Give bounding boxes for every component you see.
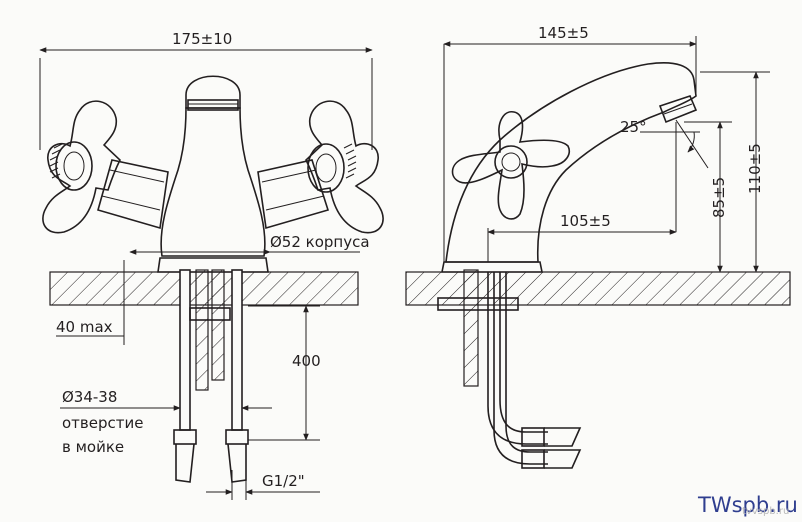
hole-label-line3: в мойке: [62, 438, 124, 456]
side-fitting-2: [521, 449, 545, 469]
fitting-right: [225, 429, 249, 445]
dim-overall-width: 175±10: [172, 30, 232, 48]
aerator-front: [185, 75, 241, 109]
dim-max-counter: 40 max: [56, 318, 113, 336]
hose-left: [179, 269, 191, 431]
faucet-body-front: [160, 107, 266, 257]
threaded-stud: [195, 269, 209, 391]
dim-angle: 25°: [620, 118, 647, 136]
valve-left: [97, 159, 169, 230]
side-stud: [463, 269, 479, 387]
valve-right: [257, 159, 330, 230]
aerator-ring: [187, 99, 239, 111]
faucet-base-side: [441, 261, 543, 273]
hose-right: [231, 269, 243, 431]
dim-hole-diameter: Ø34-38: [62, 388, 117, 406]
side-view: 145±5 105±5 25° 85±5 110±5: [405, 24, 791, 469]
handle-left: [42, 100, 121, 234]
dim-body-diameter: Ø52 корпуса: [270, 233, 370, 251]
fitting-left: [173, 429, 197, 445]
front-view: 175±10 Ø52 корпуса 40 max 400 Ø34-38 отв…: [39, 30, 384, 500]
hole-label-line2: отверстие: [62, 414, 143, 432]
handle-left-cap: [55, 141, 93, 191]
handle-side: [451, 111, 570, 220]
side-nut: [437, 297, 519, 311]
handle-right-cap: [307, 143, 345, 193]
side-hose-2: [493, 272, 548, 465]
watermark-small: tvvspb.ru: [742, 506, 789, 517]
mount-nut: [189, 307, 231, 321]
threaded-stud-2: [211, 269, 225, 381]
handle-right: [305, 100, 384, 234]
side-hose-1: [487, 272, 548, 445]
side-fitting-1: [521, 427, 545, 447]
dim-total-height: 110±5: [746, 143, 764, 194]
dim-thread: G1/2": [262, 472, 305, 490]
dim-spout-height: 85±5: [710, 177, 728, 218]
dim-hose-length: 400: [292, 352, 321, 370]
dim-spout-reach: 105±5: [560, 212, 611, 230]
watermark-brand: TWspb.ru: [697, 493, 798, 517]
aerator-side: [658, 95, 698, 124]
dim-side-width: 145±5: [538, 24, 589, 42]
handle-side-cap: [494, 145, 528, 179]
